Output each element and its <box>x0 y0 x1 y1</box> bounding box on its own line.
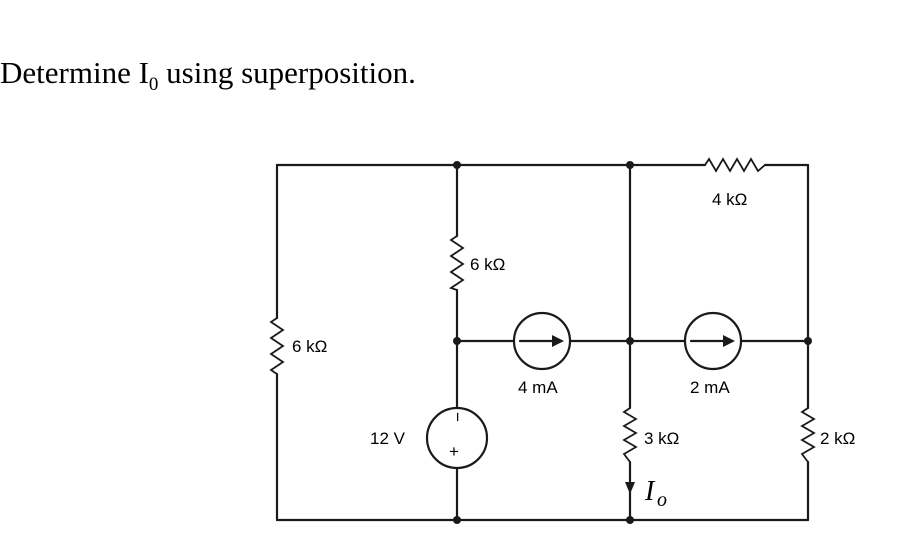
v-plus-sign: + <box>449 442 459 461</box>
node-mid-center <box>626 337 634 345</box>
question-suffix: using superposition. <box>158 55 416 90</box>
label-i-source-1: 4 mA <box>518 378 558 397</box>
arrowhead-2ma <box>723 335 735 347</box>
resistor-left-6k <box>269 317 285 375</box>
question-subscript: 0 <box>148 74 159 96</box>
label-r-mid-top: 6 kΩ <box>470 255 505 274</box>
wire-top-right <box>763 163 810 342</box>
node-bottom-mid <box>453 516 461 524</box>
label-i-source-2: 2 mA <box>690 378 730 397</box>
resistor-right-2k <box>800 407 816 463</box>
question-text: Determine I0 using superposition. <box>0 55 416 96</box>
junction-nodes <box>453 161 812 524</box>
label-r-right: 2 kΩ <box>820 429 855 448</box>
resistor-top-4k <box>704 157 766 173</box>
resistor-mid-6k <box>448 235 465 291</box>
current-source-2ma <box>683 311 743 371</box>
node-mid-right <box>804 337 812 345</box>
node-top-mid <box>453 161 461 169</box>
label-r-top-right: 4 kΩ <box>712 190 747 209</box>
node-top-center <box>626 161 634 169</box>
label-io: I <box>644 476 656 507</box>
label-r-center: 3 kΩ <box>644 429 679 448</box>
voltage-source-12v: − + <box>425 406 489 470</box>
label-r-left: 6 kΩ <box>292 337 327 356</box>
question-prefix: Determine I <box>0 55 149 90</box>
node-mid-left <box>453 337 461 345</box>
label-v-source: 12 V <box>370 429 406 448</box>
current-source-4ma <box>512 311 572 371</box>
arrowhead-4ma <box>552 335 564 347</box>
node-bottom-center <box>626 516 634 524</box>
label-io-sub: o <box>657 489 667 511</box>
resistor-center-3k <box>622 407 638 463</box>
io-arrowhead <box>625 482 635 494</box>
v-minus-sign: − <box>448 412 467 422</box>
